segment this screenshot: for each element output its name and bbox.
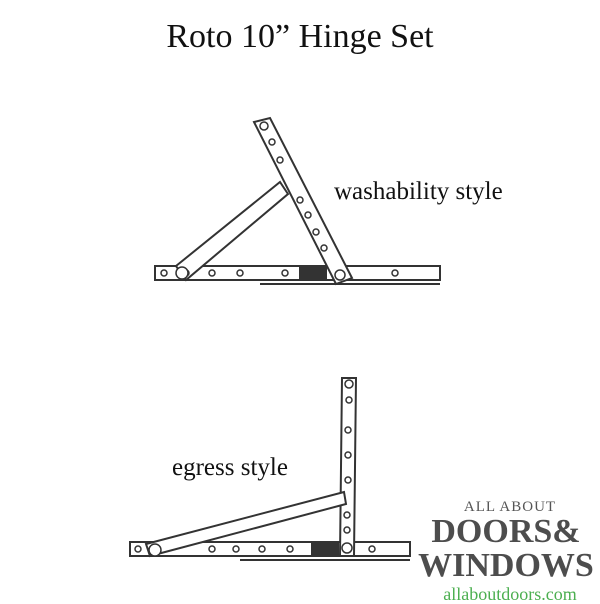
watermark-line1: ALL ABOUT [463,499,557,515]
watermark-line2: DOORS& [431,513,581,550]
page-title: Roto 10” Hinge Set [166,18,434,55]
egress-style-label: egress style [172,454,288,481]
watermark-logo: ALL ABOUT DOORS& WINDOWS allaboutdoors.c… [418,499,600,604]
egress-hinge [129,377,411,561]
watermark-line3: WINDOWS [418,547,594,584]
washability-hinge [154,116,441,286]
watermark-url: allaboutdoors.com [443,584,577,604]
washability-style-label: washability style [334,178,503,205]
